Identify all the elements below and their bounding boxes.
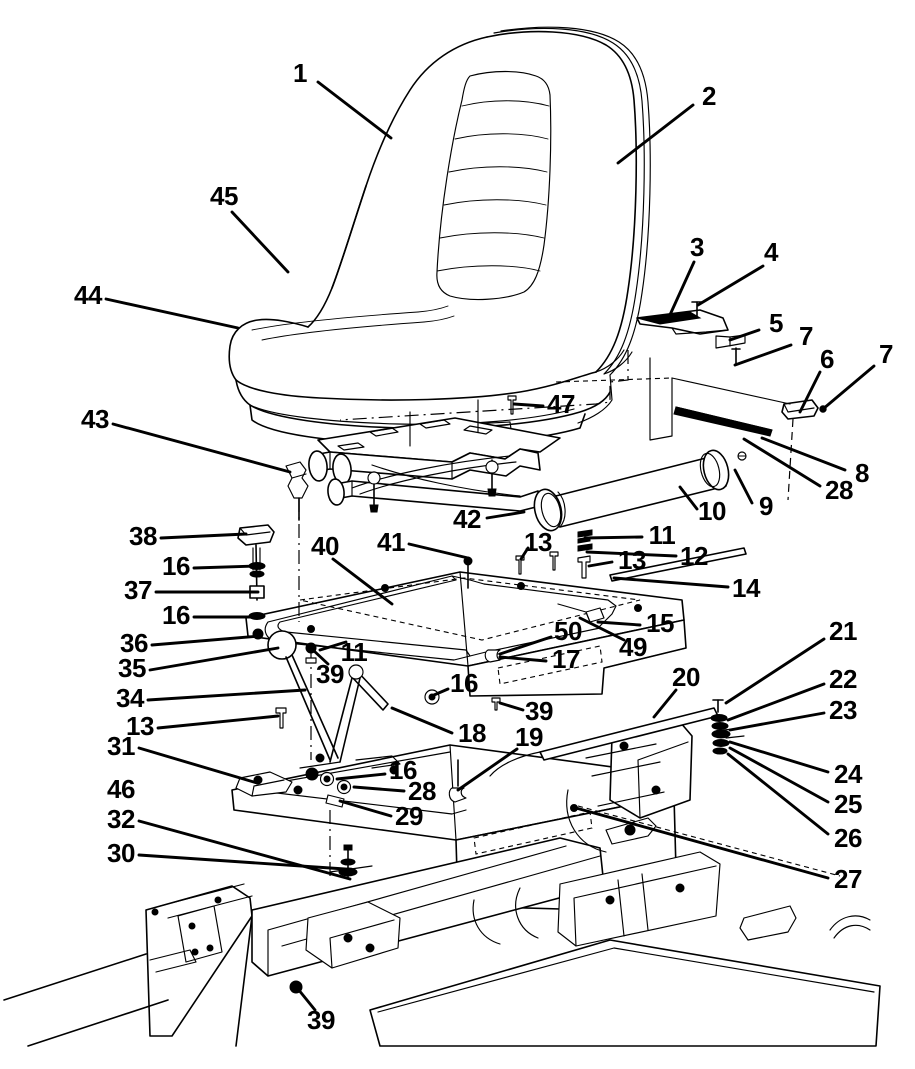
callout-4: 4 bbox=[764, 237, 779, 267]
callout-13-c: 13 bbox=[126, 711, 154, 741]
callout-50: 50 bbox=[554, 616, 582, 646]
callout-21: 21 bbox=[829, 616, 857, 646]
callout-49: 49 bbox=[619, 632, 647, 662]
callout-26: 26 bbox=[834, 823, 862, 853]
callout-7-a: 7 bbox=[799, 321, 813, 351]
callout-16-b: 16 bbox=[162, 600, 190, 630]
callout-22: 22 bbox=[829, 664, 857, 694]
callout-32: 32 bbox=[107, 804, 135, 834]
callout-14: 14 bbox=[732, 573, 761, 603]
seat-slide-mechanism bbox=[285, 395, 687, 575]
callout-39-a: 39 bbox=[316, 659, 344, 689]
callout-47: 47 bbox=[547, 389, 575, 419]
latch-bracket-group bbox=[339, 301, 827, 501]
callout-6: 6 bbox=[820, 344, 834, 374]
leader-lines-extra bbox=[156, 640, 348, 730]
callout-2: 2 bbox=[702, 81, 716, 111]
callout-13-b: 13 bbox=[524, 527, 552, 557]
callout-39-c: 39 bbox=[307, 1005, 335, 1035]
callout-5: 5 bbox=[769, 308, 783, 338]
callout-29: 29 bbox=[395, 801, 423, 831]
callout-38: 38 bbox=[129, 521, 157, 551]
callout-1: 1 bbox=[293, 58, 307, 88]
callout-27: 27 bbox=[834, 864, 862, 894]
callout-28-a: 28 bbox=[825, 475, 853, 505]
callout-34: 34 bbox=[116, 683, 145, 713]
callout-28-b: 28 bbox=[408, 776, 436, 806]
callout-40: 40 bbox=[311, 531, 339, 561]
callout-10: 10 bbox=[698, 496, 726, 526]
callout-15: 15 bbox=[646, 608, 674, 638]
seat-assembly-group bbox=[228, 26, 651, 446]
callout-16-d: 16 bbox=[389, 755, 417, 785]
leader-lines bbox=[104, 80, 876, 1012]
damper-cylinder bbox=[533, 449, 747, 582]
callout-37: 37 bbox=[124, 575, 152, 605]
callout-41: 41 bbox=[377, 527, 405, 557]
callout-24: 24 bbox=[834, 759, 863, 789]
chassis-base bbox=[3, 699, 881, 1047]
callout-12: 12 bbox=[680, 541, 708, 571]
callout-43: 43 bbox=[81, 404, 109, 434]
callout-11-a: 11 bbox=[649, 520, 676, 550]
callout-13-a: 13 bbox=[618, 545, 646, 575]
callout-9: 9 bbox=[759, 491, 773, 521]
callout-35: 35 bbox=[118, 653, 146, 683]
callout-39-b: 39 bbox=[525, 696, 553, 726]
callout-18: 18 bbox=[458, 718, 486, 748]
callout-42: 42 bbox=[453, 504, 481, 534]
callout-3: 3 bbox=[690, 232, 704, 262]
callout-23: 23 bbox=[829, 695, 857, 725]
callout-7-b: 7 bbox=[879, 339, 893, 369]
callout-labels: 1 2 3 4 5 6 7 7 8 9 10 11 12 13 13 14 15… bbox=[74, 58, 893, 1035]
callout-16-a: 16 bbox=[162, 551, 190, 581]
callout-17: 17 bbox=[552, 644, 580, 674]
callout-16-c: 16 bbox=[450, 668, 478, 698]
callout-25: 25 bbox=[834, 789, 862, 819]
callout-44: 44 bbox=[74, 280, 103, 310]
callout-30: 30 bbox=[107, 838, 135, 868]
callout-46: 46 bbox=[107, 774, 135, 804]
callout-45: 45 bbox=[210, 181, 238, 211]
callout-31: 31 bbox=[107, 731, 135, 761]
callout-19: 19 bbox=[515, 722, 543, 752]
seat-pan-plate bbox=[245, 498, 687, 760]
callout-8: 8 bbox=[855, 458, 869, 488]
callout-36: 36 bbox=[120, 628, 148, 658]
callout-20: 20 bbox=[672, 662, 700, 692]
